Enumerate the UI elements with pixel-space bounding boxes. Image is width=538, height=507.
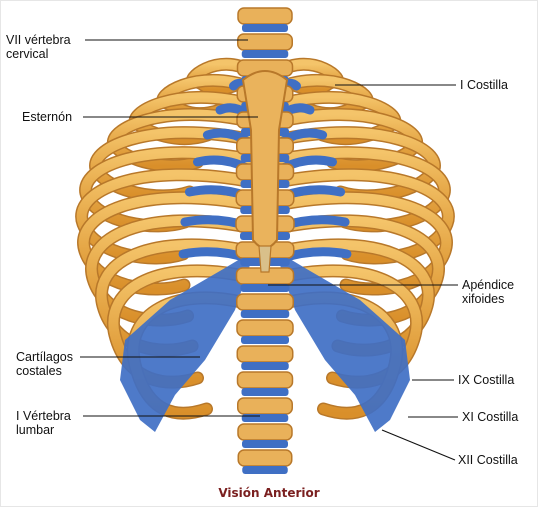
sternum	[241, 70, 289, 249]
intervertebral-disc	[242, 440, 288, 448]
intervertebral-disc	[241, 50, 289, 58]
label-xii-costilla: XII Costilla	[458, 453, 518, 467]
label-line-1: I Vértebra	[16, 409, 71, 423]
label-apendice-xifoides: Apéndice xifoides	[462, 278, 514, 306]
vertebra-body	[236, 293, 294, 311]
xiphoid-process	[258, 245, 272, 273]
intervertebral-disc	[241, 336, 289, 344]
label-cartilagos-costales: Cartílagos costales	[16, 350, 73, 378]
costal-cartilage-group	[120, 78, 410, 432]
vertebra-body	[236, 371, 294, 389]
label-line-2: cervical	[6, 47, 49, 61]
intervertebral-disc	[241, 388, 289, 396]
label-line-2: lumbar	[16, 423, 55, 437]
left-rib-8	[78, 192, 258, 295]
label-xi-costilla: XI Costilla	[462, 410, 519, 424]
leader-xii-costilla	[381, 429, 456, 461]
label-line-1: Cartílagos	[16, 350, 73, 364]
intervertebral-disc	[242, 466, 288, 474]
label-line-2: costales	[16, 364, 62, 378]
right-rib-8	[272, 192, 452, 295]
label-vii-vertebra-cervical: VII vértebra cervical	[6, 33, 71, 61]
vertebra-body	[237, 33, 293, 51]
left-lower-cartilage	[120, 250, 255, 432]
vertebra-body	[237, 397, 293, 415]
label-line-1: VII vértebra	[6, 33, 71, 47]
leader-lines-group	[80, 39, 458, 461]
label-esternon: Esternón	[22, 110, 73, 124]
label-line-1: Apéndice	[462, 278, 515, 292]
label-ix-costilla: IX Costilla	[458, 373, 515, 387]
vertebra-body	[237, 449, 293, 467]
intervertebral-disc	[240, 310, 290, 318]
intervertebral-disc	[241, 414, 289, 422]
vertebra-body	[237, 7, 293, 25]
intervertebral-disc	[240, 284, 290, 292]
label-i-costilla: I Costilla	[460, 78, 508, 92]
label-i-vertebra-lumbar: I Vértebra lumbar	[16, 409, 71, 437]
vertebra-body	[237, 423, 293, 441]
label-line-2: xifoides	[462, 292, 505, 306]
caption-vision-anterior: Visión Anterior	[218, 486, 320, 500]
intervertebral-disc	[242, 24, 288, 32]
sternum-group	[241, 70, 289, 273]
intervertebral-disc	[241, 362, 289, 370]
right-lower-cartilage	[275, 250, 410, 432]
vertebra-body	[236, 345, 294, 363]
vertebra-body	[236, 319, 294, 337]
